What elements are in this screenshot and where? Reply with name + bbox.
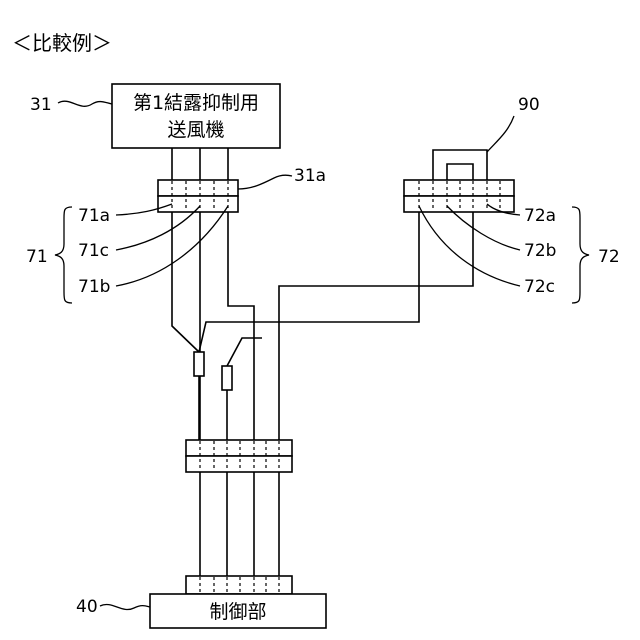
resistor-2 bbox=[222, 366, 232, 390]
connector-71-label: 71 bbox=[26, 247, 48, 267]
controller-unit: 制御部 bbox=[150, 594, 326, 628]
controller-ref-label: 40 bbox=[76, 597, 98, 617]
connector-31a-leader bbox=[238, 175, 292, 189]
pin-72a-label: 72a bbox=[524, 206, 556, 226]
fan-leader bbox=[58, 101, 112, 106]
pin-71a-label: 71a bbox=[78, 206, 110, 226]
middle-connector bbox=[186, 440, 292, 472]
brace-71 bbox=[55, 207, 72, 303]
jumper-90-leader bbox=[487, 116, 514, 152]
fan-label-line1: 第1結露抑制用 bbox=[133, 92, 259, 114]
jumper-90-outer bbox=[433, 150, 487, 182]
connector-31a-label: 31a bbox=[294, 166, 326, 186]
connector-72-label: 72 bbox=[598, 247, 620, 267]
resistor-1 bbox=[194, 352, 204, 376]
pin-72b-label: 72b bbox=[524, 241, 556, 261]
pin-72c-label: 72c bbox=[524, 277, 555, 297]
brace-72 bbox=[572, 207, 589, 303]
controller-leader bbox=[100, 604, 150, 609]
fan-ref-label: 31 bbox=[30, 95, 52, 115]
wire-71b bbox=[228, 212, 254, 440]
wire-72-a bbox=[199, 212, 419, 352]
jumper-90-label: 90 bbox=[518, 95, 540, 115]
controller-connector bbox=[186, 576, 292, 594]
figure-title: ＜比較例＞ bbox=[12, 31, 112, 55]
fan-label-line2: 送風機 bbox=[167, 119, 224, 141]
wire-72-b bbox=[279, 212, 473, 440]
pin-71b-label: 71b bbox=[78, 277, 110, 297]
controller-label: 制御部 bbox=[209, 601, 266, 623]
wire-resistor-2-up bbox=[227, 338, 262, 366]
pin-71c-label: 71c bbox=[78, 241, 109, 261]
connector-72 bbox=[404, 180, 514, 212]
leader-72c bbox=[419, 206, 520, 286]
fan-unit: 第1結露抑制用 送風機 bbox=[112, 84, 280, 148]
wire-71a bbox=[172, 212, 199, 352]
